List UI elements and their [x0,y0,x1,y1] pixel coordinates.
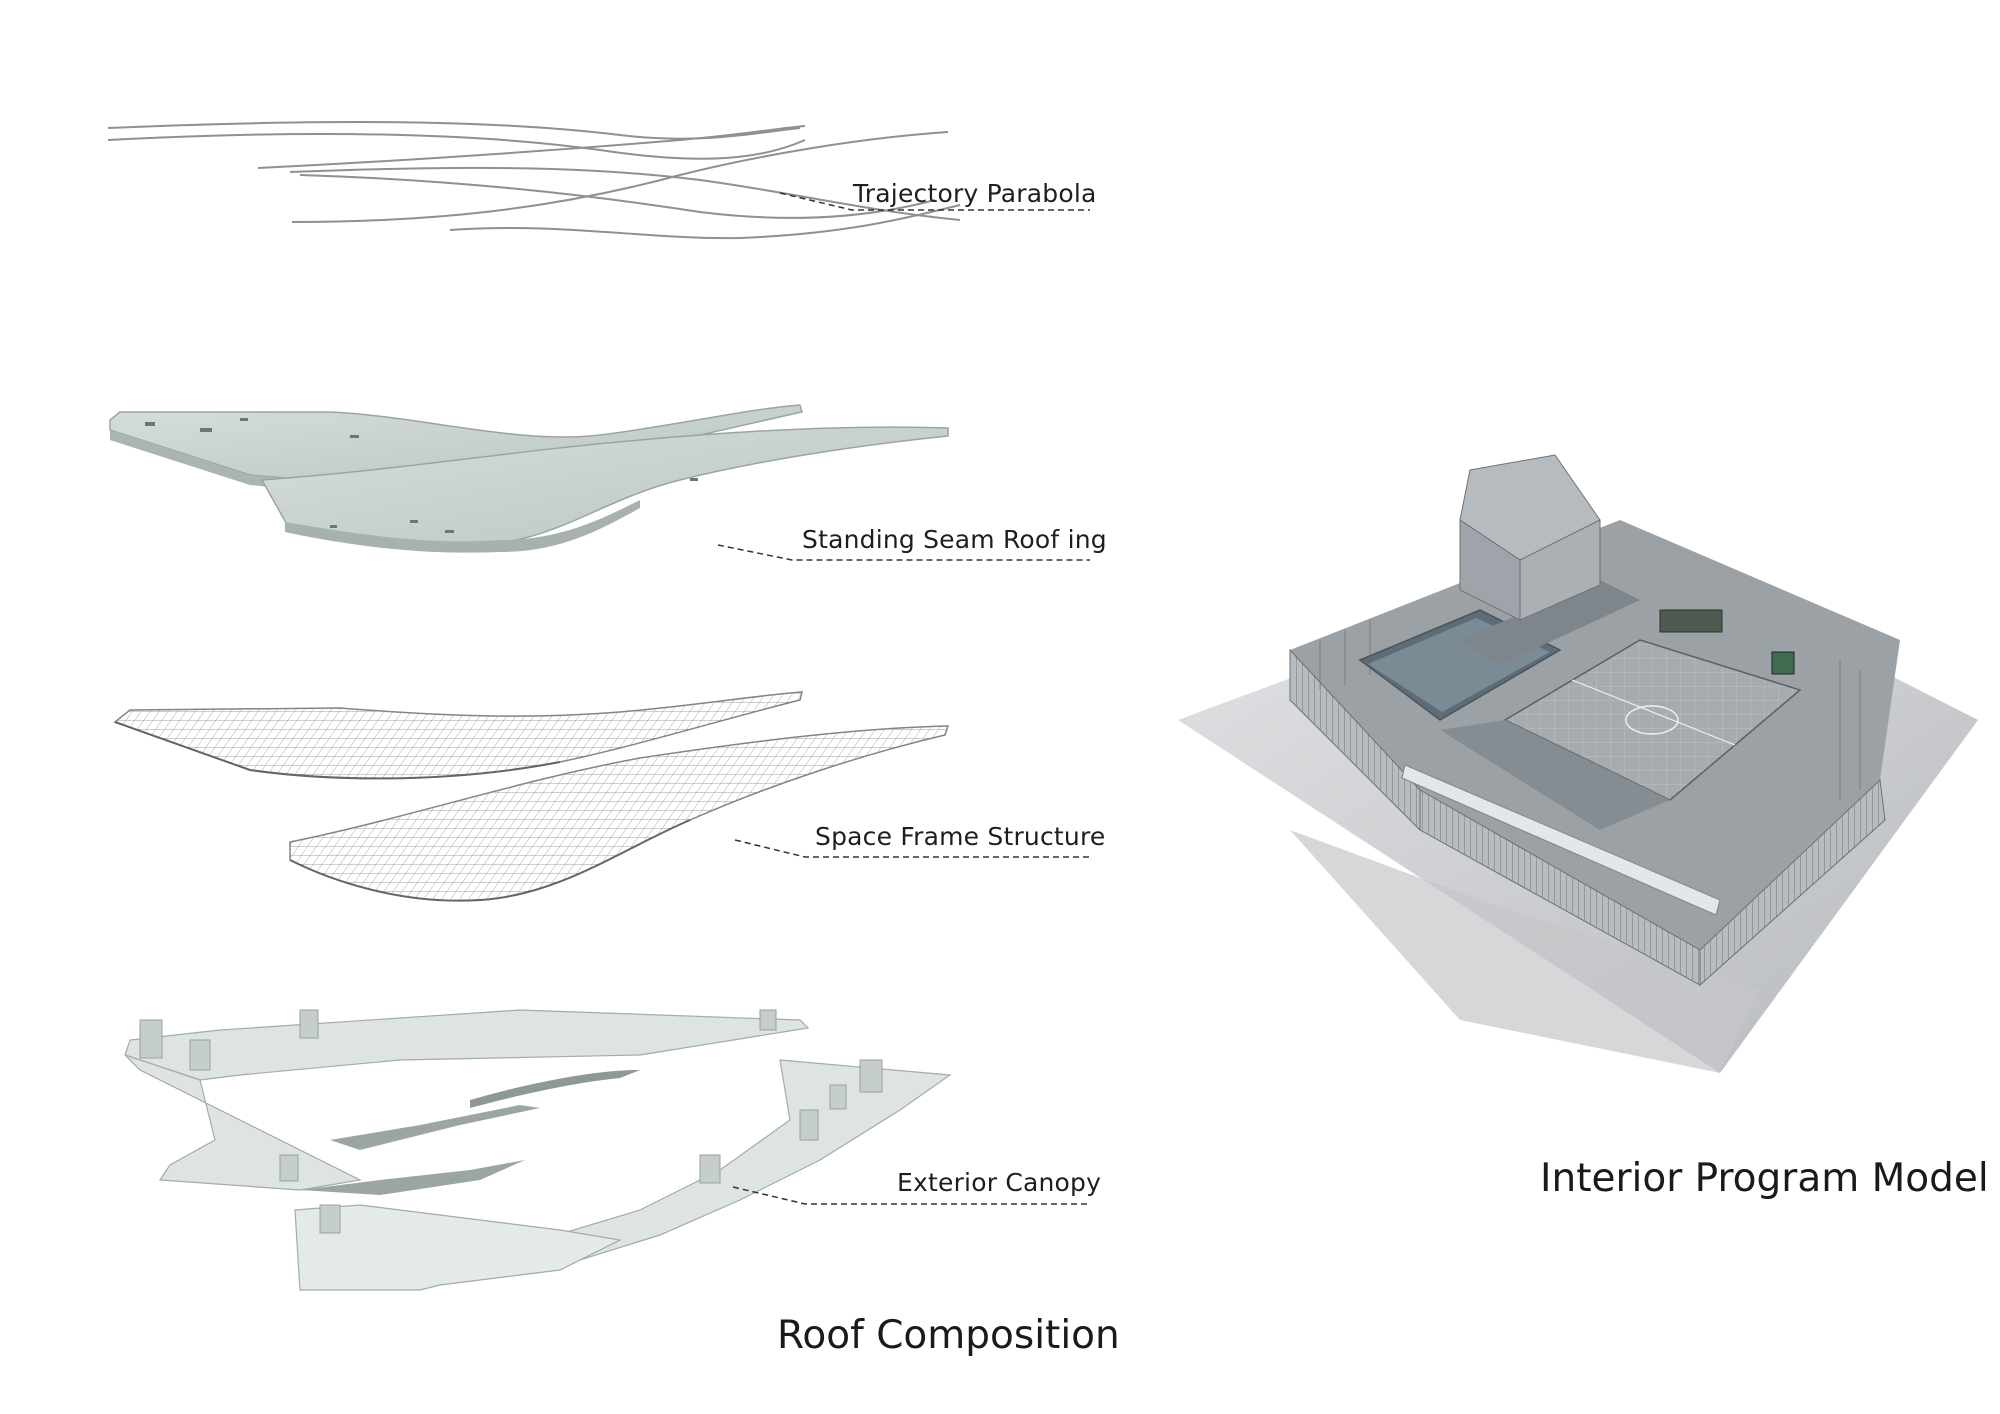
roof-composition-title: Roof Composition [777,1313,1120,1358]
trajectory-parabola-leader [779,192,1090,211]
interior-program-model-title: Interior Program Model [1540,1156,1989,1201]
interior-program-model-image [1178,454,1978,1073]
trajectory-parabola-label: Trajectory Parabola [852,179,1097,208]
trajectory-parabola-drawing [107,121,961,240]
standing-seam-roofing-drawing [109,404,949,553]
space-frame-structure-drawing [113,691,950,902]
exterior-canopy-label: Exterior Canopy [897,1168,1101,1197]
exterior-canopy-drawing [124,1009,952,1291]
space-frame-structure-label: Space Frame Structure [815,822,1105,851]
standing-seam-roofing-leader [717,544,1090,561]
exterior-canopy-leader [732,1186,1090,1205]
standing-seam-roofing-label: Standing Seam Roof ing [802,525,1107,554]
space-frame-structure-leader [734,839,1090,858]
